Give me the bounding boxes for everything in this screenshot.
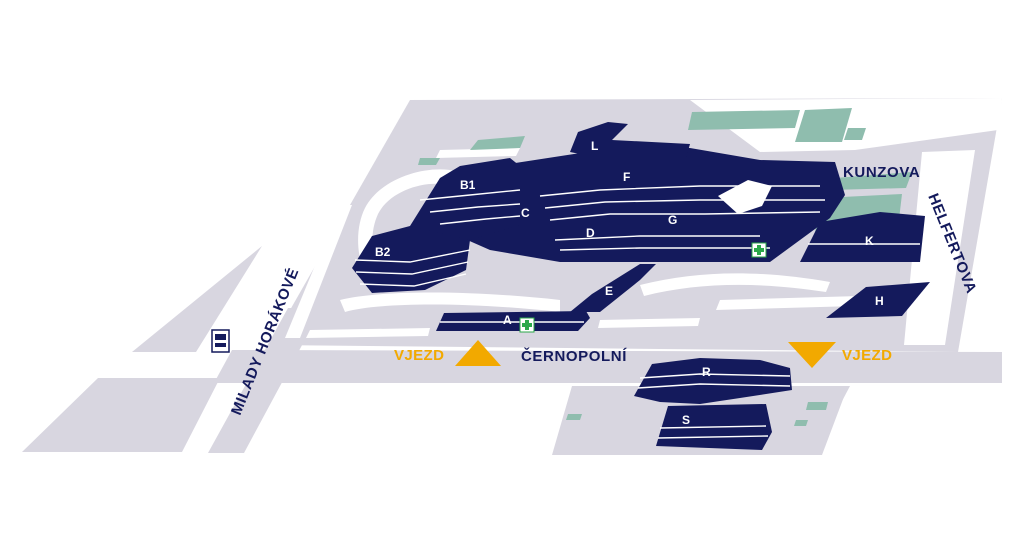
floor-line bbox=[354, 249, 471, 263]
floor-line bbox=[659, 425, 767, 429]
green-area-9 bbox=[806, 402, 828, 410]
building-h bbox=[826, 282, 930, 318]
floor-line bbox=[539, 185, 820, 197]
floor-line bbox=[544, 199, 825, 209]
label-l: L bbox=[591, 139, 598, 153]
parking-strip bbox=[306, 328, 430, 338]
building-labels: B1 B2 C D E F G A K H L R S bbox=[375, 139, 884, 427]
west-area-lower bbox=[22, 378, 220, 452]
path-east-1 bbox=[716, 296, 860, 310]
label-h: H bbox=[875, 294, 884, 308]
green-area-8 bbox=[566, 414, 582, 420]
floor-line bbox=[657, 435, 769, 439]
path-east-2 bbox=[598, 318, 700, 328]
building-l bbox=[570, 122, 690, 158]
green-area-4 bbox=[844, 128, 866, 140]
building-k bbox=[800, 212, 925, 262]
helfertova-gap bbox=[904, 150, 975, 345]
green-area-1 bbox=[470, 136, 525, 150]
curved-road-mid bbox=[640, 273, 830, 296]
label-g: G bbox=[668, 213, 677, 227]
entry-label-west: VJEZD bbox=[394, 347, 444, 364]
oval-path bbox=[358, 169, 470, 288]
curved-road-south bbox=[340, 292, 560, 312]
bus-stop-icon[interactable] bbox=[211, 329, 230, 353]
floor-line bbox=[355, 261, 469, 275]
floor-lines bbox=[354, 185, 920, 439]
entry-label-east: VJEZD bbox=[842, 347, 892, 364]
floor-line bbox=[359, 273, 467, 287]
green-area-10 bbox=[794, 420, 808, 426]
floor-line bbox=[637, 383, 791, 389]
label-b1: B1 bbox=[460, 178, 476, 192]
west-area-upper bbox=[132, 246, 262, 352]
courtyard bbox=[718, 180, 772, 214]
pharmacy-cross-icon bbox=[751, 242, 767, 258]
label-a: A bbox=[503, 313, 512, 327]
floor-line bbox=[554, 235, 760, 241]
floor-line bbox=[429, 203, 521, 213]
floor-line bbox=[419, 189, 521, 201]
floor-line bbox=[639, 373, 791, 379]
building-a bbox=[436, 311, 590, 331]
floor-line bbox=[439, 215, 521, 225]
entry-triangle-up-icon[interactable] bbox=[455, 340, 501, 366]
label-k: K bbox=[865, 234, 874, 248]
floor-line bbox=[559, 247, 770, 251]
green-area-5 bbox=[830, 172, 912, 190]
building-e bbox=[570, 264, 656, 312]
complex-body bbox=[440, 148, 845, 262]
label-e: E bbox=[605, 284, 613, 298]
street-label-cernopolni: ČERNOPOLNÍ bbox=[521, 347, 627, 365]
label-s: S bbox=[682, 413, 690, 427]
green-area-2 bbox=[688, 110, 800, 130]
floor-line bbox=[549, 211, 821, 221]
street-label-kunzova: KUNZOVA bbox=[843, 164, 920, 181]
label-c: C bbox=[521, 206, 530, 220]
entry-triangle-down-icon[interactable] bbox=[788, 342, 836, 368]
label-r: R bbox=[702, 365, 711, 379]
green-area-3 bbox=[795, 108, 852, 142]
label-d: D bbox=[586, 226, 595, 240]
path-east-3 bbox=[436, 148, 520, 158]
pharmacy-cross-icon bbox=[519, 317, 535, 333]
building-r bbox=[634, 358, 792, 404]
building-b1 bbox=[405, 158, 520, 240]
building-b2 bbox=[352, 226, 470, 293]
buildings bbox=[352, 122, 930, 450]
label-f: F bbox=[623, 170, 630, 184]
inner-path-west bbox=[285, 205, 352, 338]
green-area-7 bbox=[418, 158, 440, 165]
label-b2: B2 bbox=[375, 245, 391, 259]
